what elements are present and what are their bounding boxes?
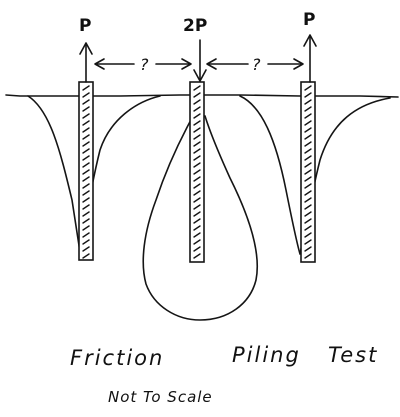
pile-hatch-mark (304, 253, 312, 259)
pile-hatch-mark (193, 155, 201, 161)
pile-hatch-mark (82, 176, 90, 182)
load-arrow-left (79, 42, 93, 83)
pile-hatch-mark (82, 225, 90, 231)
load-arrow-center (193, 39, 207, 82)
pile-hatch-mark (82, 204, 90, 210)
pile-hatch-mark (82, 211, 90, 217)
pile-hatch-mark (82, 141, 90, 147)
pile-hatch-mark (193, 141, 201, 147)
pile-hatch-mark (193, 246, 201, 252)
pile-hatch-mark (193, 120, 201, 126)
ground-line (5, 94, 399, 98)
pile-right (300, 81, 316, 263)
pile-hatch-mark (193, 176, 201, 182)
pile-hatch-mark (193, 134, 201, 140)
pile-hatch-mark (304, 127, 312, 133)
pile-hatch-mark (193, 211, 201, 217)
pile-hatch-mark (82, 169, 90, 175)
caption-title-word-2: Piling (232, 343, 301, 367)
pile-hatch-mark (304, 113, 312, 119)
pile-hatch-mark (304, 106, 312, 112)
pile-hatch-mark (304, 141, 312, 147)
spacing-unknown-right: ? (252, 55, 261, 74)
pile-hatch-mark (82, 253, 90, 259)
pile-hatch-mark (304, 204, 312, 210)
pile-hatch-mark (304, 218, 312, 224)
spacing-unknown-left: ? (140, 55, 149, 74)
pile-left (78, 81, 94, 261)
pile-hatch-mark (82, 197, 90, 203)
pile-hatch-mark (82, 232, 90, 238)
pile-hatch-mark (304, 190, 312, 196)
pile-hatch-mark (304, 92, 312, 98)
pile-hatch-mark (193, 113, 201, 119)
pile-hatch-mark (304, 246, 312, 252)
caption-title-word-1: Friction (70, 346, 164, 370)
pile-hatch-mark (193, 106, 201, 112)
pile-hatch-mark (304, 134, 312, 140)
pile-hatch-mark (193, 190, 201, 196)
pile-hatch-mark (193, 85, 201, 91)
pile-hatch-mark (193, 232, 201, 238)
pile-hatch-mark (193, 218, 201, 224)
pile-hatch-mark (193, 197, 201, 203)
pile-hatch-mark (193, 183, 201, 189)
pile-hatch-mark (304, 169, 312, 175)
pile-hatch-mark (193, 162, 201, 168)
spacing-dimension-left (94, 58, 192, 70)
load-label-center: 2P (183, 16, 207, 36)
pile-hatch-mark (193, 253, 201, 259)
pile-hatch-mark (193, 148, 201, 154)
pile-hatch-mark (82, 183, 90, 189)
pile-hatch-mark (82, 106, 90, 112)
pile-hatch-mark (304, 211, 312, 217)
spacing-dimension-right (206, 58, 304, 70)
load-label-right: P (303, 10, 315, 30)
load-arrow-right (303, 34, 317, 83)
pile-hatch-mark (82, 99, 90, 105)
pile-hatch-mark (193, 127, 201, 133)
pile-hatch-mark (82, 120, 90, 126)
pile-hatch-mark (304, 239, 312, 245)
pile-center (189, 81, 205, 263)
pile-hatch-mark (193, 169, 201, 175)
pile-hatch-mark (82, 113, 90, 119)
pile-hatch-mark (82, 148, 90, 154)
pile-hatch-mark (193, 239, 201, 245)
caption-title-word-3: Test (328, 343, 378, 367)
stress-bulb-center (142, 115, 259, 321)
pile-hatch-mark (193, 92, 201, 98)
pile-hatch-mark (82, 127, 90, 133)
load-label-left: P (79, 16, 91, 36)
pile-hatch-mark (304, 120, 312, 126)
pile-hatch-mark (82, 239, 90, 245)
pile-hatch-mark (82, 92, 90, 98)
pile-hatch-mark (304, 162, 312, 168)
pile-hatch-mark (304, 197, 312, 203)
pile-hatch-mark (193, 225, 201, 231)
pile-hatch-mark (82, 246, 90, 252)
pile-hatch-mark (304, 155, 312, 161)
pile-hatch-mark (193, 99, 201, 105)
pile-hatch-mark (304, 176, 312, 182)
stress-zone-left (27, 95, 161, 253)
pile-hatch-mark (304, 148, 312, 154)
pile-hatch-mark (82, 162, 90, 168)
pile-hatch-mark (304, 183, 312, 189)
pile-hatch-mark (82, 155, 90, 161)
pile-hatch-mark (304, 225, 312, 231)
pile-hatch-mark (82, 218, 90, 224)
pile-hatch-mark (82, 85, 90, 91)
pile-hatch-mark (193, 204, 201, 210)
pile-hatch-mark (304, 99, 312, 105)
caption-subtitle: Not To Scale (108, 388, 213, 406)
pile-hatch-mark (304, 85, 312, 91)
stress-zone-right (239, 95, 391, 255)
pile-hatch-mark (304, 232, 312, 238)
pile-hatch-mark (82, 134, 90, 140)
pile-hatch-mark (82, 190, 90, 196)
